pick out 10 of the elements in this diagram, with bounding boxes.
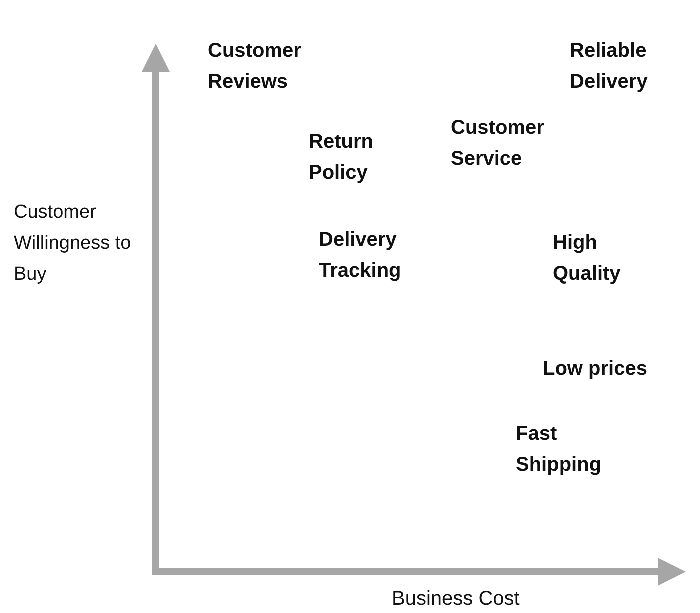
- factor-label: High Quality: [553, 231, 622, 287]
- axis-title: Business Cost: [392, 587, 520, 612]
- factor-label: Return Policy: [309, 130, 374, 186]
- factor-label: Reliable Delivery: [570, 39, 649, 95]
- factor-label: Fast Shipping: [516, 422, 603, 478]
- factor-label: Low prices: [543, 357, 648, 382]
- factor-label: Customer Service: [451, 116, 546, 172]
- factor-label: Customer Reviews: [208, 39, 302, 95]
- axis-title: Customer Willingness to Buy: [14, 201, 132, 287]
- factor-label: Delivery Tracking: [319, 228, 402, 284]
